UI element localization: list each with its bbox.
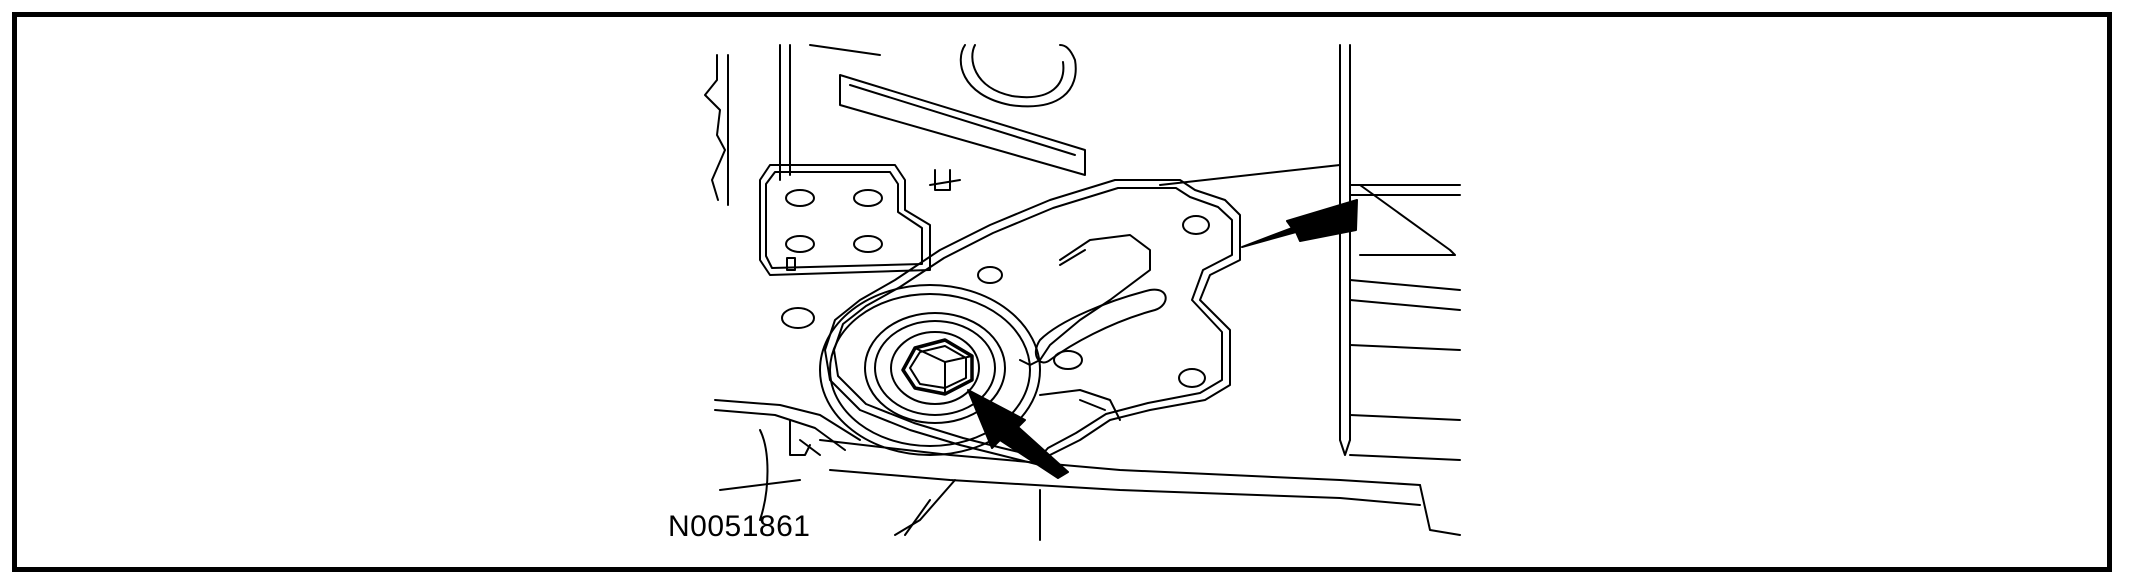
body-panel-lines: [704, 44, 1461, 461]
left-mounting-bracket: [759, 164, 961, 329]
hinge-arm-plate: [824, 179, 1241, 466]
pivot-bolt-assembly: [819, 284, 1041, 456]
figure-frame: [12, 12, 2112, 572]
callout-arrow-hinge-bolts: [1241, 199, 1358, 248]
lower-rail-lines: [714, 399, 1461, 541]
callout-arrow-pivot-bolt: [967, 389, 1069, 479]
figure-code-label: N0051861: [668, 510, 811, 543]
